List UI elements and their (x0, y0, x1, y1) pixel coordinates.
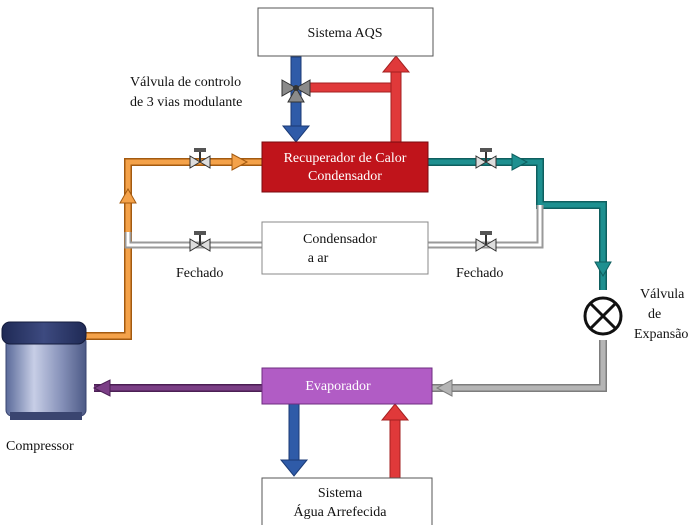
chilled-red-arrow-up (380, 403, 410, 421)
expansion-valve-icon (583, 296, 623, 336)
air-condenser-box (261, 221, 429, 275)
purple-flow-arrow-left (92, 379, 111, 397)
condensador-label-line2: a ar (308, 251, 329, 266)
expansion-valve-label-line3: Expansão (634, 327, 688, 342)
expansion-valve-label-line2: de (648, 307, 661, 322)
aqs-return-pipe (390, 69, 402, 144)
bypass-pipe-right (428, 205, 544, 249)
expansion-valve-label-line1: Válvula (640, 287, 685, 302)
valve-icon-closed-left (189, 231, 211, 252)
three-way-valve-label-line1: Válvula de controlo (130, 75, 241, 90)
teal-flow-arrow-right (511, 153, 529, 171)
compressor-label: Compressor (6, 439, 74, 454)
bypass-pipe-left (124, 232, 262, 249)
aqs-system-label: Sistema AQS (307, 26, 382, 41)
valve-icon-teal (475, 148, 497, 169)
valve-icon-closed-right (475, 231, 497, 252)
orange-flow-arrow-right (231, 153, 249, 171)
compressor-icon (1, 321, 87, 420)
heat-recovery-condenser-box (261, 141, 429, 193)
closed-label-right: Fechado (456, 266, 503, 281)
chilled-supply-pipe (288, 401, 300, 463)
chilled-blue-arrow-down (279, 459, 309, 477)
teal-flow-arrow-down (594, 261, 612, 278)
three-way-valve-icon (281, 79, 311, 103)
grey-flow-arrow-left (435, 379, 453, 397)
aqs-red-arrow-up (381, 55, 411, 73)
recuperador-label-line2: Condensador (308, 169, 382, 184)
discharge-pipe (84, 158, 262, 340)
evaporador-label: Evaporador (305, 379, 371, 394)
liquid-pipe (428, 158, 607, 290)
aqs-system-box (257, 7, 434, 57)
expansion-to-evaporator-pipe (432, 340, 607, 392)
agua-label-line2: Água Arrefecida (294, 503, 388, 520)
chilled-return-pipe (389, 417, 401, 479)
agua-label-line1: Sistema (318, 486, 363, 501)
three-way-valve-label-line2: de 3 vias modulante (130, 95, 242, 110)
orange-flow-arrow-up (119, 187, 137, 204)
evaporator-box (261, 367, 433, 405)
chilled-water-system-box (261, 477, 433, 525)
closed-label-left: Fechado (176, 266, 223, 281)
aqs-bypass-pipe (305, 82, 397, 93)
recuperador-label-line1: Recuperador de Calor (284, 151, 407, 166)
condensador-label-line1: Condensador (303, 232, 377, 247)
aqs-blue-arrow-down (281, 125, 311, 143)
valve-icon-orange (189, 148, 211, 169)
